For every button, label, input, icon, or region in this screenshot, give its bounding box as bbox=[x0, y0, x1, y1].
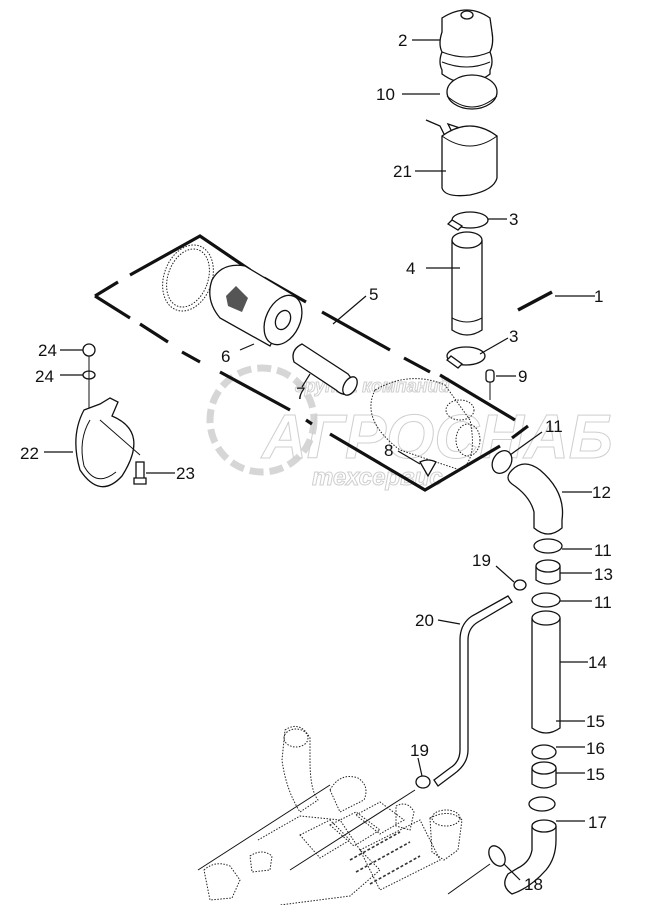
callout-1: 1 bbox=[594, 287, 603, 306]
part-clamp-19a bbox=[513, 579, 527, 591]
callout-3b: 3 bbox=[509, 327, 518, 346]
callout-24a: 24 bbox=[38, 341, 57, 360]
part-hose-clamp-3b bbox=[446, 346, 486, 369]
part-straight-hose-14 bbox=[531, 610, 561, 734]
part-hose-clamp-15a bbox=[531, 744, 557, 760]
part-breather-tube-20 bbox=[433, 595, 513, 787]
callout-20: 20 bbox=[415, 611, 434, 630]
part-hose-clamp-11b bbox=[533, 538, 563, 554]
watermark-line2: АГРОСНАБ bbox=[260, 403, 613, 472]
callout-22: 22 bbox=[20, 444, 39, 463]
callout-16: 16 bbox=[586, 739, 605, 758]
callout-11b: 11 bbox=[594, 541, 612, 560]
callout-19a: 19 bbox=[472, 551, 491, 570]
callout-3a: 3 bbox=[509, 210, 518, 229]
callout-8: 8 bbox=[384, 441, 393, 460]
callout-18: 18 bbox=[524, 875, 543, 894]
callout-11a: 11 bbox=[545, 417, 563, 436]
part-hose-clamp-18 bbox=[447, 845, 506, 895]
part-hose-clamp-15b bbox=[528, 796, 556, 812]
callout-15a: 15 bbox=[586, 712, 605, 731]
callout-17: 17 bbox=[588, 813, 607, 832]
callout-24b: 24 bbox=[35, 367, 54, 386]
part-safety-filter-7 bbox=[292, 343, 358, 396]
part-hose-clamp-11a bbox=[491, 450, 513, 474]
part-intake-pipe-4 bbox=[451, 231, 483, 336]
callout-12: 12 bbox=[592, 483, 611, 502]
watermark: группа компаний АГРОСНАБ техсервис bbox=[206, 364, 613, 492]
leader-lines bbox=[44, 39, 595, 881]
callout-labels: 2 10 21 3 4 1 5 6 3 9 24 24 7 8 11 22 23… bbox=[20, 31, 613, 894]
callout-11c: 11 bbox=[594, 593, 612, 612]
callout-21: 21 bbox=[393, 162, 412, 181]
part-hose-clamp-11c bbox=[531, 592, 561, 608]
engine-outline bbox=[197, 725, 463, 905]
part-main-filter-6 bbox=[209, 264, 303, 347]
part-connector-13 bbox=[535, 559, 561, 585]
callout-19b: 19 bbox=[410, 741, 429, 760]
callout-9: 9 bbox=[518, 367, 527, 386]
part-filter-housing-5 bbox=[94, 234, 529, 492]
callout-5: 5 bbox=[369, 285, 378, 304]
part-fitting-9 bbox=[485, 369, 495, 400]
callout-7: 7 bbox=[296, 384, 305, 403]
callout-10: 10 bbox=[376, 85, 395, 104]
callout-14: 14 bbox=[588, 653, 607, 672]
part-clamp-19b bbox=[289, 775, 431, 871]
callout-2: 2 bbox=[398, 31, 407, 50]
part-connector-16 bbox=[531, 761, 557, 789]
part-sleeve-21 bbox=[441, 125, 498, 197]
part-pre-cleaner-cap bbox=[439, 9, 494, 84]
watermark-line1: группа компаний bbox=[295, 376, 449, 396]
callout-23: 23 bbox=[176, 464, 195, 483]
callout-15b: 15 bbox=[586, 765, 605, 784]
part-mounting-bracket bbox=[75, 343, 147, 488]
callout-6: 6 bbox=[221, 347, 230, 366]
callout-13: 13 bbox=[594, 565, 613, 584]
part-hose-clamp-3a bbox=[446, 211, 489, 231]
part-filter-assembly-1 bbox=[517, 290, 553, 312]
callout-4: 4 bbox=[406, 259, 415, 278]
part-elbow-hose-12 bbox=[507, 463, 564, 535]
